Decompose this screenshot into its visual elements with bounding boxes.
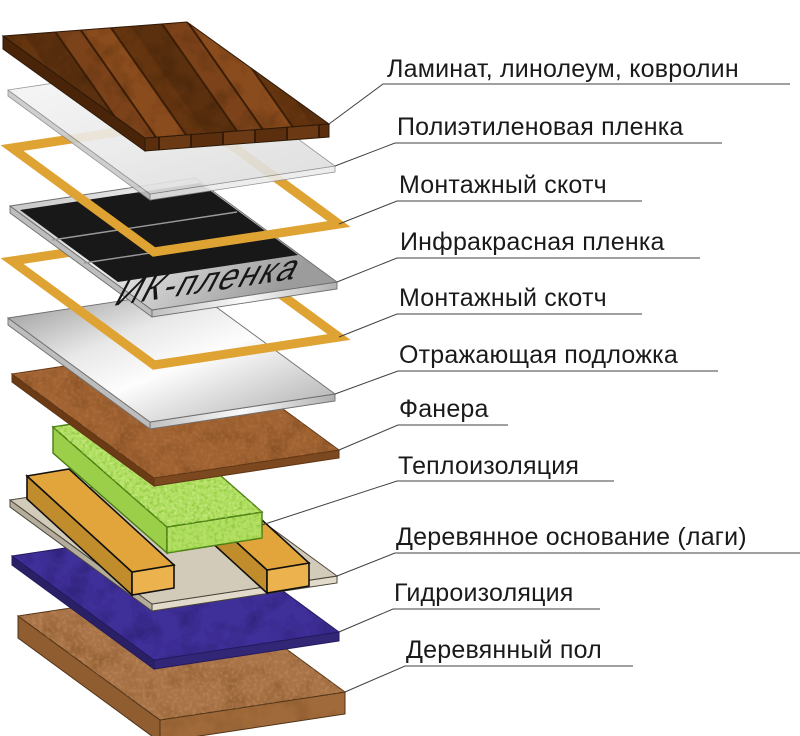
layer-label-ir-film: Инфракрасная пленка (400, 228, 665, 256)
leader-line-tape-top (338, 200, 642, 225)
layer-label-joists: Деревянное основание (лаги) (396, 523, 747, 551)
layer-label-poly-film: Полиэтиленовая пленка (397, 113, 684, 141)
layer-graphic-laminate (1, 21, 331, 152)
leader-line-joists (336, 552, 800, 577)
layer-label-plywood: Фанера (399, 395, 489, 423)
leader-lines (261, 83, 800, 693)
leader-line-insulation (261, 480, 614, 526)
joist-beam-left (25, 468, 176, 597)
leader-line-reflective (334, 370, 718, 395)
leader-line-poly-film (334, 142, 722, 167)
layer-label-reflective: Отражающая подложка (399, 341, 678, 369)
leader-line-plywood (338, 424, 508, 451)
layer-label-laminate: Ламинат, линолеум, ковролин (387, 55, 739, 83)
layer-label-insulation: Теплоизоляция (398, 452, 580, 480)
leader-line-wood-floor (344, 665, 633, 693)
leader-line-waterproof (338, 608, 600, 633)
layer-label-tape-top: Монтажный скотч (399, 171, 607, 199)
leader-line-tape-bottom (338, 313, 642, 338)
layer-label-tape-bottom: Монтажный скотч (399, 284, 607, 312)
layer-label-wood-floor: Деревянный пол (406, 636, 602, 664)
layer-label-waterproof: Гидроизоляция (394, 579, 574, 607)
leader-line-laminate (328, 83, 790, 125)
leader-line-ir-film (336, 257, 700, 283)
